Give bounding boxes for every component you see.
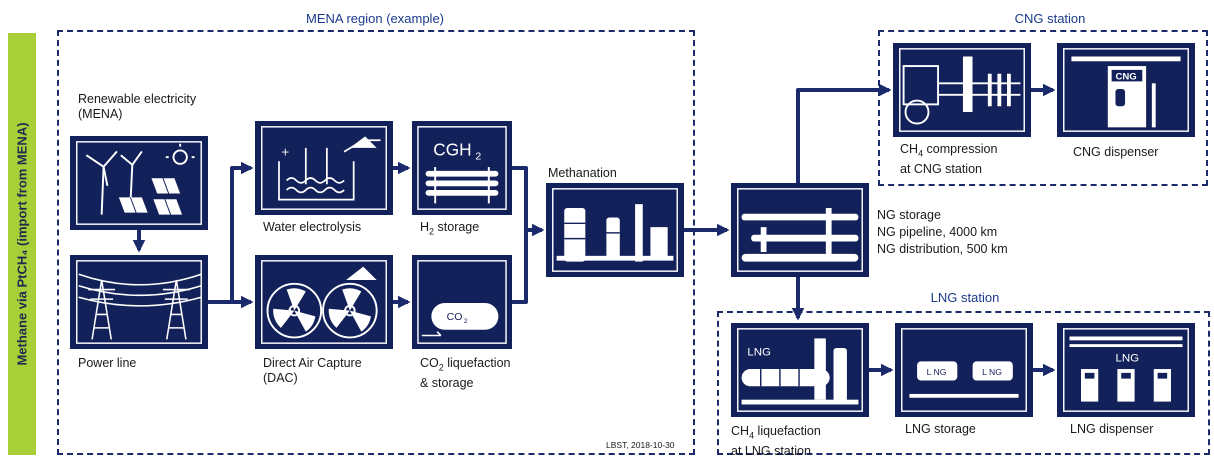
arrow-ng-to-cng bbox=[796, 83, 892, 183]
methanation-box bbox=[546, 183, 684, 277]
power-tower-icon bbox=[76, 260, 202, 344]
ng-storage-box bbox=[731, 183, 869, 277]
co2-text: CO bbox=[447, 311, 463, 323]
dac-box bbox=[255, 255, 393, 349]
lng-dispenser-box: LNG bbox=[1057, 323, 1195, 417]
fan-icon bbox=[261, 260, 387, 344]
dac-label: Direct Air Capture(DAC) bbox=[263, 356, 362, 385]
liquefaction-plant-icon: LNG bbox=[737, 328, 863, 412]
sidebar-band: Methane via PtCH₄ (import from MENA) bbox=[8, 33, 36, 455]
ch4-compression-label: CH4 compression at CNG station bbox=[900, 142, 998, 176]
renewable-electricity-box bbox=[70, 136, 208, 230]
electrolysis-icon: + bbox=[261, 126, 387, 210]
lng-storage-label: LNG storage bbox=[905, 422, 976, 436]
power-line-box bbox=[70, 255, 208, 349]
h2-tank-icon: CGH 2 bbox=[417, 126, 507, 210]
lng-dispenser-sign-text: LNG bbox=[1115, 352, 1139, 364]
water-electrolysis-label: Water electrolysis bbox=[263, 220, 362, 234]
lng-region-title: LNG station bbox=[930, 290, 1000, 305]
cng-dispenser-box: CNG bbox=[1057, 43, 1195, 137]
cng-dispenser-label: CNG dispenser bbox=[1073, 145, 1159, 159]
lng-tank-left-text: L NG bbox=[927, 367, 947, 377]
lng-pump-icon: LNG bbox=[1063, 328, 1189, 412]
footer-credit: LBST, 2018-10-30 bbox=[606, 440, 675, 450]
cng-pump-icon: CNG bbox=[1063, 48, 1189, 132]
lng-tanks-icon: L NG L NG bbox=[901, 328, 1027, 412]
sidebar-title: Methane via PtCH₄ (import from MENA) bbox=[14, 122, 30, 366]
water-electrolysis-box: + bbox=[255, 121, 393, 215]
ch4-compression-box bbox=[893, 43, 1031, 137]
lng-storage-box: L NG L NG bbox=[895, 323, 1033, 417]
lng-plant-text: LNG bbox=[747, 347, 771, 359]
cgh2-subscript: 2 bbox=[475, 150, 481, 162]
ch4-liquefaction-label: CH4 liquefaction at LNG station bbox=[731, 424, 821, 458]
h2-storage-box: CGH 2 bbox=[412, 121, 512, 215]
wind-solar-icon bbox=[76, 141, 202, 225]
co2-liquefaction-label: CO2 liquefaction & storage bbox=[420, 356, 511, 390]
methanation-label: Methanation bbox=[548, 166, 617, 180]
h2-storage-label: H2 storage bbox=[420, 220, 480, 237]
cng-region-title: CNG station bbox=[1014, 11, 1086, 26]
power-line-label: Power line bbox=[78, 356, 137, 370]
renewable-label: Renewable electricity(MENA) bbox=[78, 92, 197, 121]
ch4-liquefaction-box: LNG bbox=[731, 323, 869, 417]
lng-dispenser-label: LNG dispenser bbox=[1070, 422, 1154, 436]
cgh2-text: CGH bbox=[433, 140, 471, 160]
lng-region bbox=[717, 311, 1210, 455]
svg-text:+: + bbox=[281, 147, 290, 159]
compressor-icon bbox=[899, 48, 1025, 132]
cng-sign-text: CNG bbox=[1115, 71, 1136, 82]
mena-region-title: MENA region (example) bbox=[306, 11, 444, 26]
co2-subscript: 2 bbox=[464, 318, 468, 325]
mena-region bbox=[57, 30, 695, 455]
pipeline-icon bbox=[737, 188, 863, 272]
co2-liquefaction-box: CO 2 bbox=[412, 255, 512, 349]
lng-tank-right-text: L NG bbox=[982, 367, 1002, 377]
plant-icon bbox=[552, 188, 678, 272]
co2-tank-icon: CO 2 bbox=[417, 260, 507, 344]
